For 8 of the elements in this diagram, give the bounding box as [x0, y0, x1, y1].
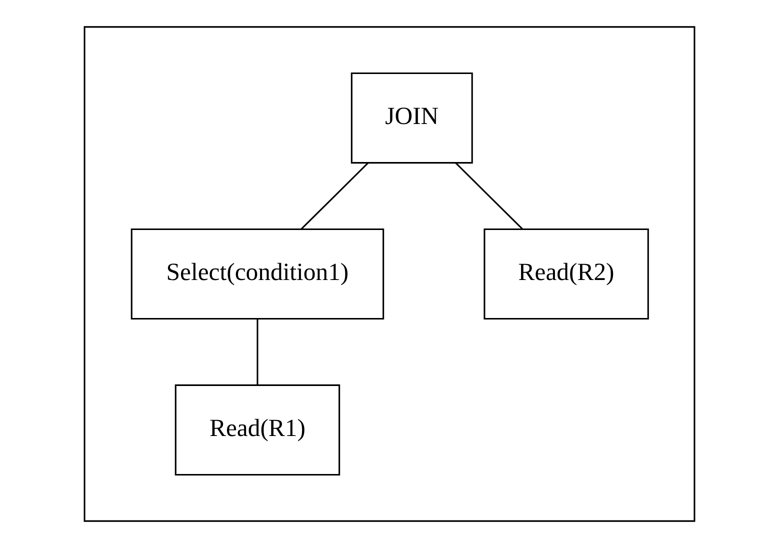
connector — [256, 318, 258, 385]
node-box: JOIN — [350, 72, 473, 164]
connector — [300, 162, 369, 230]
node-box: Read(R1) — [174, 384, 340, 476]
node-box: Select(condition1) — [130, 228, 384, 320]
cluster — [84, 26, 696, 522]
node-box: Read(R2) — [484, 228, 649, 320]
connector — [455, 162, 523, 230]
